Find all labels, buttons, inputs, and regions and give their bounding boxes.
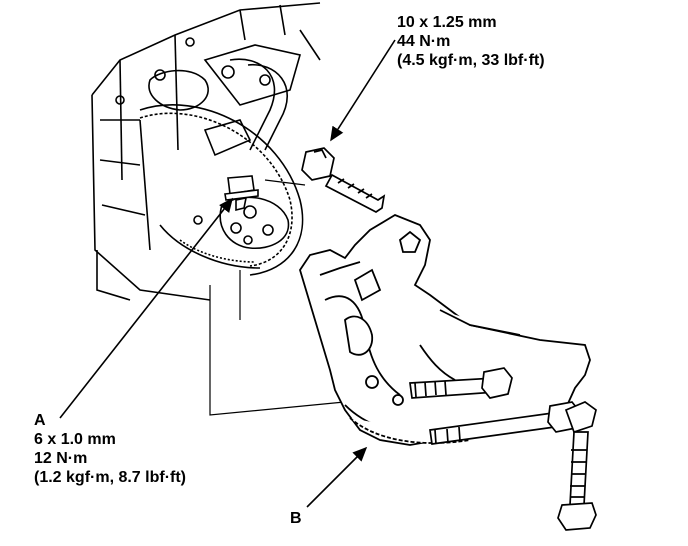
top-bolt-torque-alt: (4.5 kgf·m, 33 lbf·ft)	[397, 52, 545, 69]
leader-arrow-a	[59, 197, 233, 419]
leader-arrow-b	[306, 446, 368, 508]
bolt-a-letter: A	[34, 412, 46, 429]
engine-block-drawing	[91, 2, 321, 301]
top-bolt-torque-nm: 44 N·m	[397, 33, 451, 50]
bracket-b-label: B	[290, 510, 302, 527]
bolt-a-torque-nm: 12 N·m	[34, 450, 88, 467]
bolt-a-callout: A 6 x 1.0 mm 12 N·m (1.2 kgf·m, 8.7 lbf·…	[34, 411, 186, 487]
reference-lines	[209, 179, 366, 416]
bracket-bolts-drawing	[409, 367, 597, 445]
leader-arrows	[59, 39, 396, 508]
flange-bolt-top-drawing	[301, 147, 386, 213]
top-bolt-size: 10 x 1.25 mm	[397, 14, 497, 31]
flywheel-drawing	[139, 104, 304, 276]
mount-bracket-drawing	[299, 213, 591, 446]
top-bolt-callout: 10 x 1.25 mm 44 N·m (4.5 kgf·m, 33 lbf·f…	[397, 13, 545, 70]
bolt-a-torque-alt: (1.2 kgf·m, 8.7 lbf·ft)	[34, 469, 187, 486]
leader-arrow-top	[330, 39, 396, 142]
bolt-a-size: 6 x 1.0 mm	[34, 431, 116, 448]
flange-bolt-a-drawing	[224, 175, 259, 212]
vertical-bolt-drawing	[557, 431, 597, 531]
